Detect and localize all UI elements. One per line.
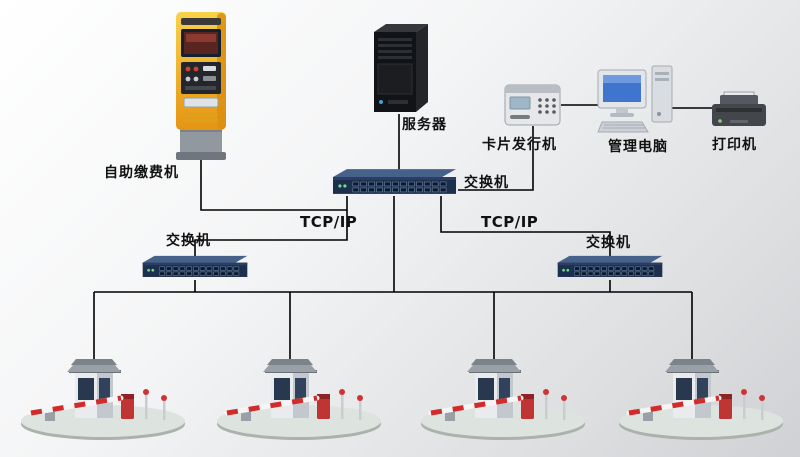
label-right-switch: 交换机 xyxy=(586,235,631,251)
card-issuer-icon xyxy=(504,84,561,126)
gate-station-4-icon xyxy=(615,332,787,444)
label-left-switch: 交换机 xyxy=(166,233,211,249)
line-card-issuer-to-main-switch xyxy=(458,126,534,191)
label-tcpip-left: TCP/IP xyxy=(300,213,358,231)
payment-kiosk-icon xyxy=(170,10,232,162)
label-main-switch: 交换机 xyxy=(464,175,509,191)
left-switch-icon xyxy=(141,252,249,280)
label-printer: 打印机 xyxy=(712,137,757,153)
management-computer-icon xyxy=(596,64,682,136)
label-management-pc: 管理电脑 xyxy=(608,139,668,155)
line-main-switch-to-left-switch xyxy=(194,196,348,256)
label-tcpip-right: TCP/IP xyxy=(481,213,539,231)
label-card-issuer: 卡片发行机 xyxy=(482,137,557,153)
gate-station-1-icon xyxy=(17,332,189,444)
right-switch-icon xyxy=(556,252,664,280)
main-switch-icon xyxy=(331,166,458,196)
label-payment-kiosk: 自助缴费机 xyxy=(104,165,179,181)
gate-station-3-icon xyxy=(417,332,589,444)
line-kiosk-to-main-switch xyxy=(200,160,347,211)
printer-icon xyxy=(710,90,768,130)
line-main-switch-to-right-switch xyxy=(440,196,611,256)
gate-station-2-icon xyxy=(213,332,385,444)
server-tower-icon xyxy=(366,22,432,114)
label-server: 服务器 xyxy=(402,117,447,133)
